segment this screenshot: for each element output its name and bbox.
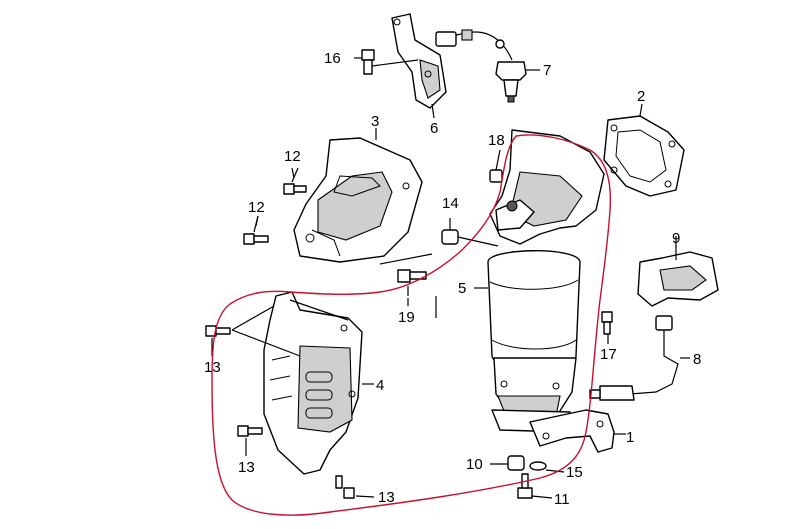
part-7-oxygen-sensor [435, 29, 527, 103]
callout-15: 15 [566, 464, 583, 481]
part-18-nut [489, 169, 503, 183]
part-8-oxygen-sensor [589, 315, 679, 401]
part-5-catalytic-converter [487, 129, 605, 433]
part-17-bolt [601, 311, 613, 335]
callout-6: 6 [430, 120, 438, 137]
part-15-gasket [529, 461, 547, 471]
callout-2: 2 [637, 88, 645, 105]
callout-13-middle: 13 [238, 459, 255, 476]
callout-12-upper: 12 [284, 148, 301, 165]
callout-7: 7 [543, 62, 551, 79]
part-1-bracket [529, 409, 615, 453]
part-10-nut [507, 455, 525, 471]
part-2-gasket [603, 115, 685, 197]
part-12-bolt-lower [243, 215, 269, 245]
part-19-bolt [379, 253, 437, 318]
part-6-bracket [391, 13, 447, 109]
callout-17: 17 [600, 346, 617, 363]
callout-8: 8 [693, 351, 701, 368]
callout-19: 19 [398, 309, 415, 326]
red-highlight-outline [211, 134, 612, 516]
part-4-lower-heat-shield [263, 291, 363, 475]
callout-4: 4 [376, 377, 384, 394]
part-11-bolt [517, 473, 533, 499]
part-13-bolt-middle [237, 425, 263, 437]
part-13-bolt-upper [205, 325, 231, 337]
callout-1: 1 [626, 429, 634, 446]
part-12-bolt-upper [283, 167, 307, 195]
callout-9: 9 [672, 230, 680, 247]
callout-13-lower: 13 [378, 489, 395, 506]
part-16-bolt [361, 49, 419, 75]
callout-11: 11 [554, 491, 570, 508]
callout-14: 14 [442, 195, 459, 212]
callout-10: 10 [466, 456, 483, 473]
callout-12-lower: 12 [248, 199, 265, 216]
part-3-upper-heat-shield [293, 137, 423, 263]
part-9-bracket [637, 236, 719, 307]
callouts: 1 2 3 4 5 6 7 8 9 10 11 12 12 13 13 13 1… [204, 50, 701, 508]
part-13-bolt-lower [335, 475, 355, 499]
leader-lines [211, 57, 690, 499]
part-14-nut [441, 229, 499, 247]
callout-13-upper: 13 [204, 359, 221, 376]
callout-3: 3 [371, 113, 379, 130]
callout-16: 16 [324, 50, 341, 67]
callout-5: 5 [458, 280, 466, 297]
callout-18: 18 [488, 132, 505, 149]
